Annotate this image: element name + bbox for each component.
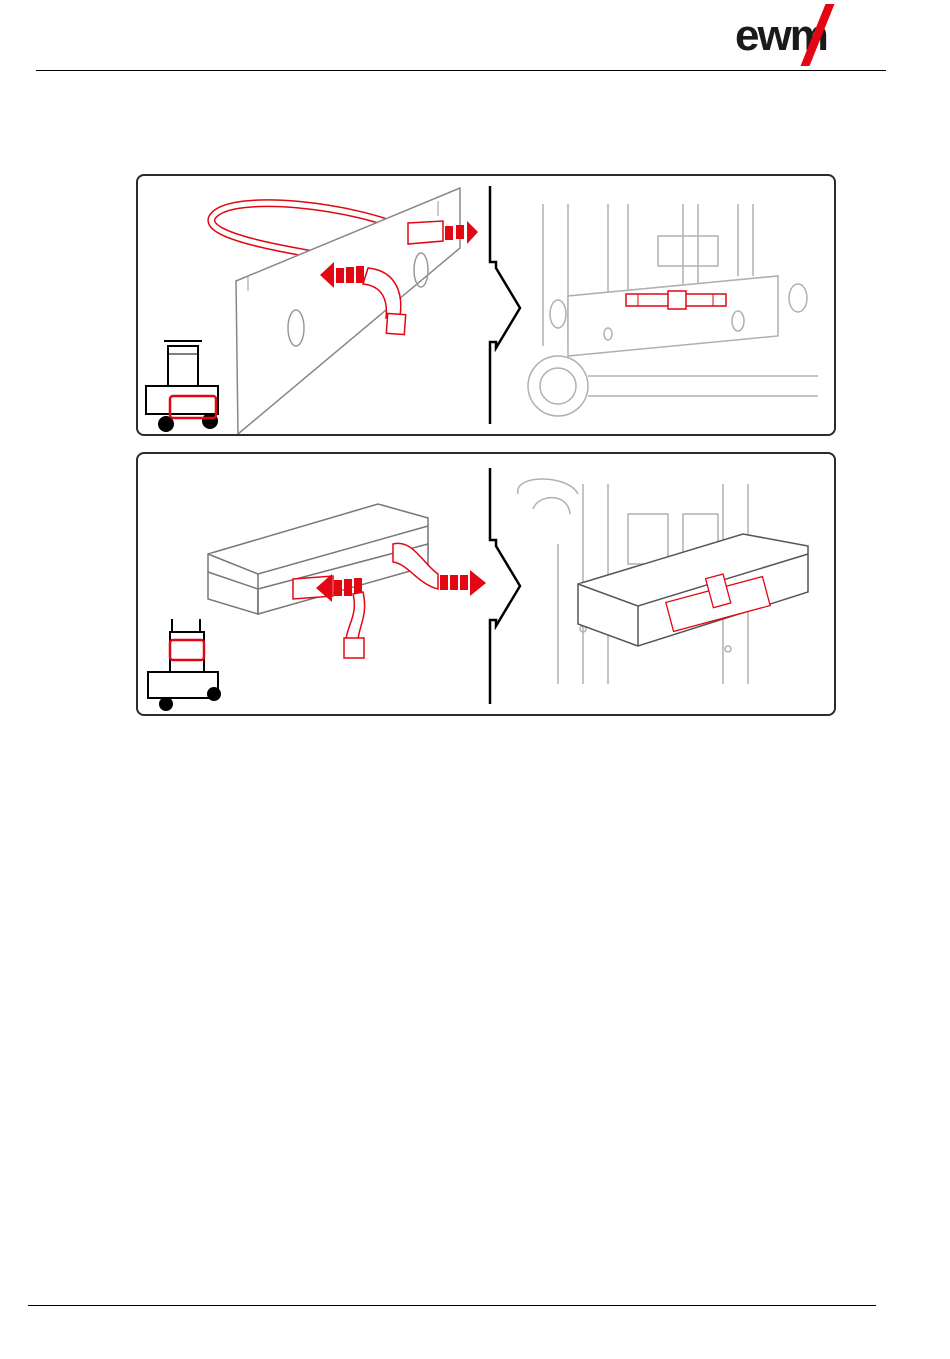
panel-holder-tray	[136, 452, 836, 716]
arrow-right-icon	[440, 570, 486, 596]
panel-holder-plate	[136, 174, 836, 436]
illustration-holder-plate	[138, 176, 836, 436]
step-separator-icon	[490, 186, 520, 424]
ewm-logo: ewm	[735, 6, 875, 64]
trolley-mounted-plate-icon	[528, 204, 818, 416]
trolley-overview-icon	[146, 341, 218, 432]
trolley-overview-icon	[148, 619, 221, 711]
header-rule	[36, 70, 886, 71]
footer-rule	[28, 1305, 876, 1306]
mounted-hose-icon	[626, 291, 726, 309]
step-separator-icon	[490, 468, 520, 704]
illustration-holder-tray	[138, 454, 836, 716]
